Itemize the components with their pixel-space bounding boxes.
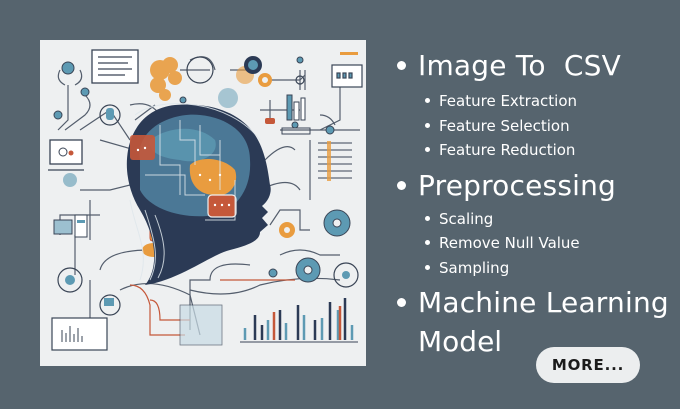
list-item: Feature Reduction	[425, 140, 575, 160]
section-heading-preprocessing: Preprocessing	[392, 169, 616, 203]
bullet-icon	[397, 60, 406, 70]
list-item: Feature Extraction	[425, 91, 577, 111]
section-heading-machine-learning: Machine Learning	[392, 286, 669, 320]
section-heading-image-to-csv: Image To CSV	[392, 49, 621, 83]
bullet-icon	[425, 98, 430, 103]
bullet-icon	[425, 123, 430, 128]
bullet-icon	[425, 240, 430, 245]
section-heading-machine-learning-line2: Model	[418, 325, 503, 358]
bullet-icon	[425, 147, 430, 152]
bullet-icon	[397, 297, 406, 307]
bullet-icon	[425, 216, 430, 221]
brain-illustration	[40, 40, 366, 366]
brain-circuit-icon	[40, 40, 366, 366]
list-item: Remove Null Value	[425, 233, 580, 253]
list-item: Sampling	[425, 258, 509, 278]
list-item: Feature Selection	[425, 116, 570, 136]
bullet-icon	[425, 265, 430, 270]
more-button[interactable]: MORE...	[536, 347, 640, 383]
bullet-icon	[397, 180, 406, 190]
list-item: Scaling	[425, 209, 493, 229]
